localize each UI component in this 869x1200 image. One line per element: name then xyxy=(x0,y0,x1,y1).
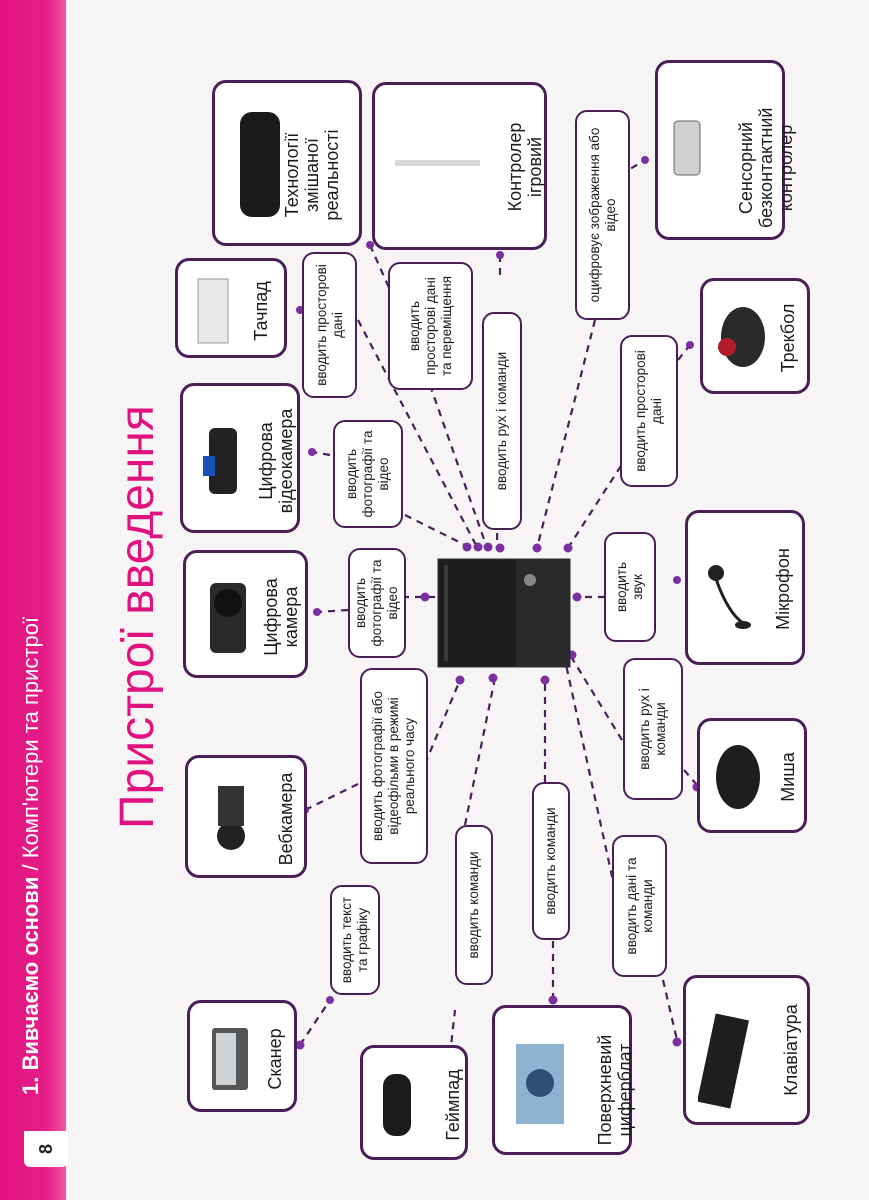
device-trackball: Трекбол xyxy=(700,278,810,394)
device-label-microphone: Мікрофон xyxy=(773,548,793,630)
action-game-controller: вводить рух і команди xyxy=(482,312,522,530)
action-mouse: вводить рух і команди xyxy=(623,658,683,800)
device-label-mixed-reality: Технології змішаної реальності xyxy=(282,100,342,250)
action-label-mixed-reality: вводить просторові дані та переміщення xyxy=(407,271,455,381)
side-bar xyxy=(0,0,66,1200)
action-label-webcam: вводить фотографії або відеофільми в реж… xyxy=(370,676,418,856)
device-label-camera-text: Цифрова камера xyxy=(261,578,301,656)
gamepad-icon xyxy=(383,1074,411,1136)
action-scanner: вводить текст та графіку xyxy=(330,885,380,995)
action-label-trackball: вводить просторові дані xyxy=(633,341,665,481)
device-label-mouse: Миша xyxy=(778,752,798,802)
surface-dial-icon xyxy=(516,1044,564,1124)
action-label-mouse-text: вводить рух і команди xyxy=(637,688,668,770)
action-label-game-controller: вводить рух і команди xyxy=(494,351,509,491)
device-sensor: Сенсорний безконтактний контролер xyxy=(655,60,796,240)
action-label-touchpad: вводить просторові дані xyxy=(314,260,346,390)
action-label-surface-dial: вводить команди xyxy=(543,807,558,915)
device-label-trackball: Трекбол xyxy=(778,303,798,373)
action-sensor: оцифровує зображення або відео xyxy=(575,110,630,320)
device-label-webcam: Вебкамера xyxy=(276,772,296,866)
action-touchpad: вводить просторові дані xyxy=(302,252,357,398)
device-label-mixed-reality-text: Технології змішаної реальності xyxy=(282,129,342,221)
device-label-gamepad: Геймпад xyxy=(443,1069,463,1141)
action-microphone: вводить звук xyxy=(604,532,656,642)
action-label-scanner: вводить текст та графіку xyxy=(339,890,371,990)
action-label-mixed-reality-text: вводить просторові дані та переміщення xyxy=(406,275,454,377)
action-webcam: вводить фотографії або відеофільми в реж… xyxy=(360,668,428,864)
device-surface-dial: Поверхневий циферблат xyxy=(492,1005,635,1155)
vr-headset-icon xyxy=(240,112,280,217)
device-microphone: Мікрофон xyxy=(685,510,805,665)
device-label-sensor: Сенсорний безконтактний контролер xyxy=(736,93,796,243)
action-label-videocamera: вводить фотографії та відео xyxy=(344,429,392,519)
action-gamepad: вводить команди xyxy=(455,825,493,985)
device-mouse: Миша xyxy=(697,718,807,833)
device-label-scanner: Сканер xyxy=(265,1028,285,1090)
device-touchpad: Тачпад xyxy=(175,258,287,358)
action-camera: вводить фотографії та відео xyxy=(348,548,406,658)
device-label-sensor-text: Сенсорний безконтактний контролер xyxy=(736,107,796,228)
action-mixed-reality: вводить просторові дані та переміщення xyxy=(388,262,473,390)
computer-case-icon xyxy=(437,558,571,668)
device-mixed-reality: Технології змішаної реальності xyxy=(212,80,362,246)
action-keyboard: вводить дані та команди xyxy=(612,835,667,977)
device-game-controller: Контролер ігровий xyxy=(372,82,547,250)
device-label-surface-dial-text: Поверхневий циферблат xyxy=(595,1034,635,1146)
device-gamepad: Геймпад xyxy=(360,1045,468,1160)
trackball-icon xyxy=(718,307,765,367)
mouse-icon xyxy=(716,745,760,809)
touchpad-icon xyxy=(197,278,229,344)
device-webcam: Вебкамера xyxy=(185,755,307,878)
device-keyboard: Клавіатура xyxy=(683,975,810,1125)
action-label-keyboard-text: вводить дані та команди xyxy=(623,857,655,955)
device-scanner: Сканер xyxy=(187,1000,297,1112)
action-label-webcam-text: вводить фотографії або відеофільми в реж… xyxy=(370,691,417,841)
action-label-camera-text: вводить фотографії та відео xyxy=(353,559,400,647)
keyboard-icon xyxy=(698,1013,749,1109)
device-label-surface-dial: Поверхневий циферблат xyxy=(595,1015,635,1165)
microphone-icon xyxy=(708,565,751,629)
action-label-sensor: оцифровує зображення або відео xyxy=(587,115,619,315)
action-label-microphone-text: вводить звук xyxy=(614,561,645,613)
webcam-icon xyxy=(217,786,245,850)
camera-icon xyxy=(210,583,246,653)
action-label-microphone: вводить звук xyxy=(614,557,646,617)
action-surface-dial: вводить команди xyxy=(532,782,570,940)
device-label-touchpad: Тачпад xyxy=(251,281,271,341)
device-camera: Цифрова камера xyxy=(183,550,308,678)
device-label-camera: Цифрова камера xyxy=(261,552,301,682)
action-label-gamepad: вводить команди xyxy=(466,851,481,959)
game-controller-icon xyxy=(395,160,480,166)
device-label-videocamera-text: Цифрова відеокамера xyxy=(256,408,296,514)
action-label-mouse: вводить рух і команди xyxy=(637,669,669,789)
device-label-videocamera: Цифрова відеокамера xyxy=(256,396,296,526)
action-label-keyboard: вводить дані та команди xyxy=(624,851,656,961)
action-label-scanner-text: вводить текст та графіку xyxy=(339,896,370,984)
action-label-camera: вводить фотографії та відео xyxy=(353,558,401,648)
action-label-trackball-text: вводить просторові дані xyxy=(633,350,664,472)
device-videocamera: Цифрова відеокамера xyxy=(180,383,300,533)
device-label-game-controller: Контролер ігровий xyxy=(505,107,545,227)
action-trackball: вводить просторові дані xyxy=(620,335,678,487)
device-label-game-controller-text: Контролер ігровий xyxy=(505,122,545,212)
action-videocamera: вводить фотографії та відео xyxy=(333,420,403,528)
sensor-icon xyxy=(673,120,701,176)
scanner-icon xyxy=(212,1028,248,1090)
action-label-touchpad-text: вводить просторові дані xyxy=(313,264,345,386)
device-label-keyboard: Клавіатура xyxy=(781,1004,801,1096)
videocamera-icon xyxy=(203,428,237,494)
action-label-videocamera-text: вводить фотографії та відео xyxy=(344,430,391,518)
action-label-sensor-text: оцифровує зображення або відео xyxy=(586,127,618,303)
